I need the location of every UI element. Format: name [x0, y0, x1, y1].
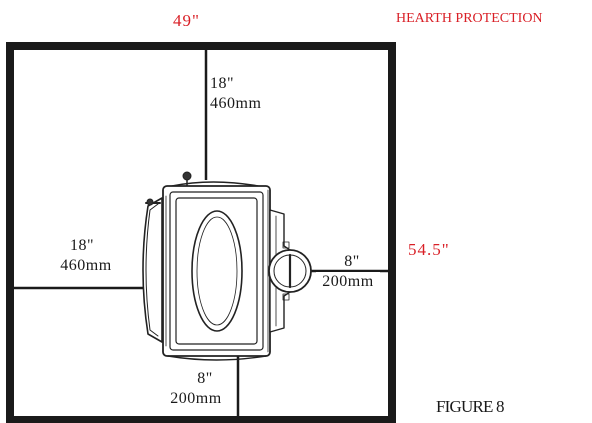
figure-label: FIGURE 8 [436, 397, 505, 416]
stove-door-glass [191, 210, 243, 332]
rear-clearance-imperial: 18" [210, 75, 235, 92]
hearth-protection-title: HEARTH PROTECTION [396, 11, 543, 26]
stove-flue-bracket [282, 293, 290, 301]
depth-dimension-label: 54.5" [408, 240, 450, 259]
stove-door-glass-inner [196, 216, 238, 326]
stove-door-frame [175, 197, 258, 345]
stove-side-handle-inner [145, 203, 159, 337]
right-clearance-label: 8" 200mm [316, 252, 380, 292]
left-clearance-metric: 460mm [60, 257, 112, 274]
hearth-protection-border [6, 42, 396, 423]
rear-clearance-metric: 460mm [210, 95, 262, 112]
stove-body-frame [169, 191, 264, 351]
stove-illustration [142, 171, 312, 361]
stove-handle-knob [146, 198, 154, 206]
right-clearance-imperial: 8" [344, 253, 360, 270]
front-clearance-metric: 200mm [170, 390, 222, 407]
stove-flue-bracket [282, 241, 290, 249]
stove-top-knob [182, 171, 192, 181]
right-clearance-metric: 200mm [316, 272, 380, 292]
left-clearance-imperial: 18" [69, 237, 95, 254]
width-dimension-label: 49" [173, 11, 200, 30]
rear-clearance-label: 18" 460mm [210, 74, 261, 114]
left-clearance-label: 18" 460mm [56, 236, 116, 276]
stove-base [167, 355, 267, 361]
front-clearance-label: 8" 200mm [156, 369, 236, 409]
front-clearance-imperial: 8" [197, 370, 213, 387]
stove-top-lip [171, 181, 259, 187]
